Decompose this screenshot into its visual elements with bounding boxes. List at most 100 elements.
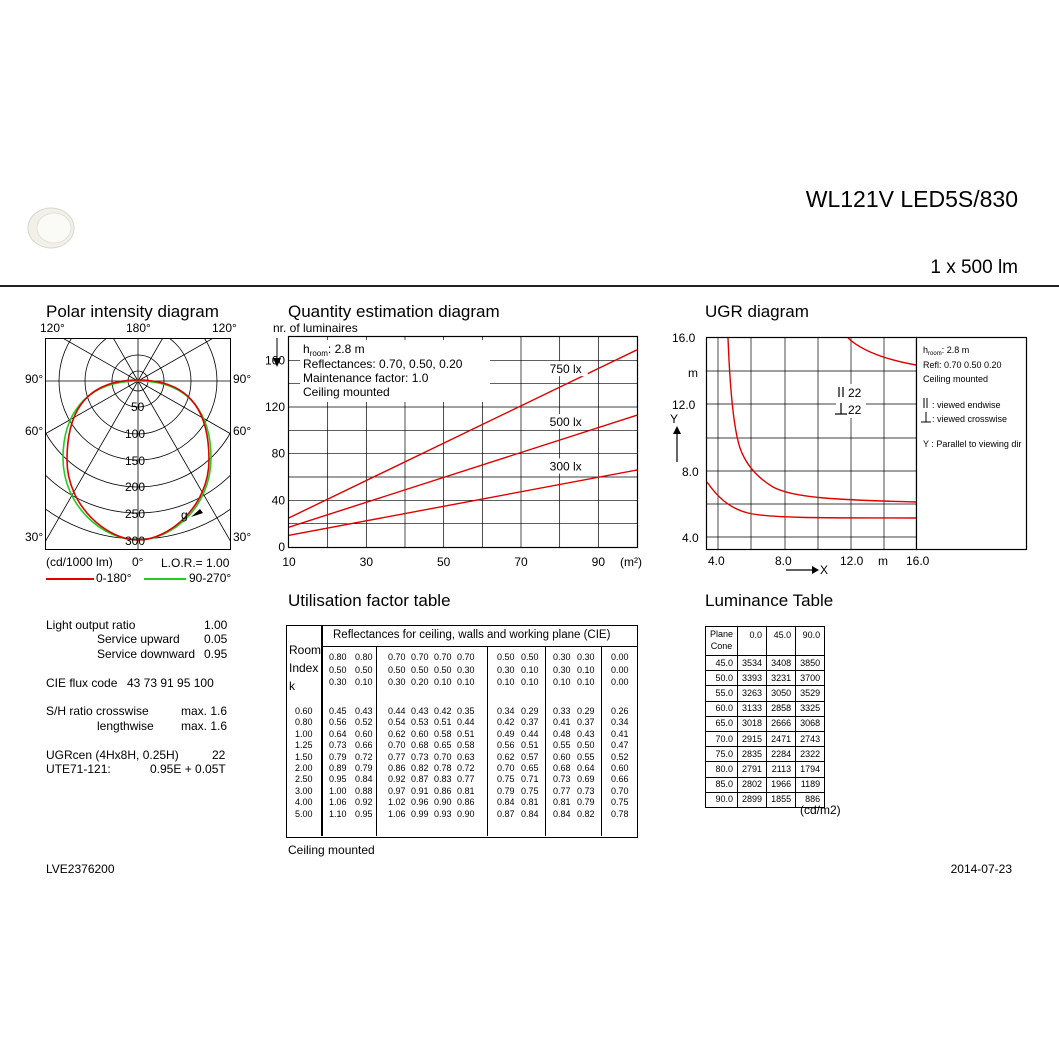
uf-value: 0.65 bbox=[521, 763, 539, 773]
uf-value: 0.79 bbox=[355, 763, 373, 773]
quantity-note: Reflectances: 0.70, 0.50, 0.20 bbox=[303, 357, 463, 371]
uf-value: 0.43 bbox=[411, 706, 429, 716]
ugr-note-refl: Refl: 0.70 0.50 0.20 bbox=[923, 360, 1002, 370]
uf-footer: Ceiling mounted bbox=[288, 843, 375, 857]
uf-value: 1.02 bbox=[388, 797, 406, 808]
polar-angle-label: 90° bbox=[25, 372, 44, 386]
polar-angle-label: 120° bbox=[40, 321, 65, 335]
uf-reflectance: 0.70 bbox=[388, 652, 406, 662]
uf-value: 0.84 bbox=[497, 797, 515, 808]
uf-reflectance: 0.00 bbox=[611, 652, 629, 662]
polar-ring-label: 150 bbox=[125, 454, 145, 468]
polar-angle-label: 180° bbox=[126, 321, 151, 335]
uf-value: 0.42 bbox=[434, 706, 452, 716]
uf-value: 0.78 bbox=[611, 808, 629, 819]
luminance-head-cone-label: Cone bbox=[710, 641, 733, 651]
uf-divider-v bbox=[376, 646, 377, 836]
uf-value: 0.43 bbox=[355, 706, 373, 716]
uf-value: 0.51 bbox=[457, 728, 475, 739]
ugr-chart: 16.0 12.0 8.0 4.0 m Y 4.0 8.0 12.0 m 16.… bbox=[670, 331, 1028, 577]
uf-reflectance: 0.30 bbox=[457, 664, 475, 675]
spec-label: Light output ratio bbox=[46, 618, 136, 632]
uf-value: 0.68 bbox=[553, 763, 571, 773]
uf-value: 0.93 bbox=[434, 808, 452, 819]
uf-value: 0.62 bbox=[388, 728, 406, 739]
uf-value: 0.82 bbox=[411, 763, 429, 773]
quantity-note: Maintenance factor: 1.0 bbox=[303, 371, 429, 385]
uf-value: 0.52 bbox=[611, 751, 629, 762]
spec-label: UTE71-121: bbox=[46, 762, 111, 776]
uf-value: 0.33 bbox=[553, 706, 571, 716]
uf-value: 0.57 bbox=[521, 751, 539, 762]
uf-value: 0.86 bbox=[457, 797, 475, 808]
uf-value: 0.70 bbox=[611, 785, 629, 796]
uf-reflectance: 0.50 bbox=[388, 664, 406, 675]
uf-room-index: 0.80 bbox=[295, 717, 313, 728]
uf-value: 0.87 bbox=[411, 774, 429, 785]
quantity-xtick: 70 bbox=[514, 555, 528, 569]
uf-value: 0.44 bbox=[457, 717, 475, 728]
luminance-plane-head: 0.0 bbox=[737, 626, 768, 656]
luminance-cone-angle: 45.0 bbox=[704, 654, 739, 672]
uf-divider-h bbox=[321, 646, 637, 647]
luminance-plane-head: 45.0 bbox=[766, 626, 797, 656]
ugr-x-axis: X bbox=[820, 563, 828, 577]
quantity-series-label: 750 lx bbox=[550, 362, 582, 376]
quantity-xtick: 10 bbox=[282, 555, 296, 569]
uf-value: 0.90 bbox=[434, 797, 452, 808]
ugr-y-axis: Y bbox=[670, 412, 678, 426]
ugr-xtick: 12.0 bbox=[840, 554, 864, 568]
uf-value: 0.68 bbox=[411, 740, 429, 751]
luminance-cone-angle: 60.0 bbox=[704, 700, 739, 717]
uf-reflectance: 0.50 bbox=[355, 664, 373, 675]
uf-value: 0.70 bbox=[434, 751, 452, 762]
uf-room-index: 1.50 bbox=[295, 751, 313, 762]
luminance-value: 886 bbox=[795, 791, 826, 808]
uf-value: 0.53 bbox=[411, 717, 429, 728]
luminance-value: 3850 bbox=[795, 654, 826, 672]
spec-label: S/H ratio crosswise bbox=[46, 704, 149, 718]
uf-value: 0.92 bbox=[388, 774, 406, 785]
uf-room-index: 1.00 bbox=[295, 728, 313, 739]
legend-line-red bbox=[46, 578, 94, 580]
luminance-value: 1966 bbox=[766, 776, 797, 793]
uf-reflectance: 0.30 bbox=[329, 677, 347, 687]
ugr-unit: m bbox=[688, 366, 698, 380]
uf-reflectance: 0.00 bbox=[611, 664, 629, 675]
uf-value: 0.60 bbox=[553, 751, 571, 762]
spec-label: UGRcen (4Hx8H, 0.25H) bbox=[46, 748, 179, 762]
uf-value: 0.44 bbox=[521, 728, 539, 739]
uf-value: 0.82 bbox=[577, 808, 595, 819]
luminance-value: 3393 bbox=[737, 670, 768, 687]
luminance-value: 3231 bbox=[766, 670, 797, 687]
uf-value: 0.56 bbox=[329, 717, 347, 728]
uf-value: 0.60 bbox=[411, 728, 429, 739]
uf-value: 0.55 bbox=[577, 751, 595, 762]
uf-reflectance: 0.70 bbox=[457, 652, 475, 662]
uf-value: 0.95 bbox=[355, 808, 373, 819]
spec-value: 22 bbox=[212, 748, 226, 762]
quantity-h-sub: room bbox=[310, 349, 329, 358]
spec-value: 43 73 91 95 100 bbox=[127, 676, 214, 690]
luminance-unit: (cd/m2) bbox=[800, 803, 841, 817]
uf-reflectance: 0.50 bbox=[329, 664, 347, 675]
polar-angle-label: 0° bbox=[132, 555, 144, 569]
uf-value: 0.52 bbox=[355, 717, 373, 728]
uf-value: 0.50 bbox=[577, 740, 595, 751]
uf-reflectance: 0.10 bbox=[457, 677, 475, 687]
luminance-value: 3700 bbox=[795, 670, 826, 687]
quantity-xtick: 90 bbox=[592, 555, 606, 569]
uf-reflectance: 0.70 bbox=[434, 652, 452, 662]
ugr-note-cross: : viewed crosswise bbox=[932, 414, 1007, 424]
uf-reflectance: 0.10 bbox=[521, 664, 539, 675]
uf-value: 0.54 bbox=[388, 717, 406, 728]
spec-value: 0.05 bbox=[204, 632, 228, 646]
luminance-value: 1189 bbox=[795, 776, 826, 793]
uf-value: 0.84 bbox=[521, 808, 539, 819]
lumen-output: 1 x 500 lm bbox=[930, 257, 1018, 278]
uf-value: 0.51 bbox=[434, 717, 452, 728]
polar-ring-label: 250 bbox=[125, 507, 145, 521]
uf-value: 0.81 bbox=[457, 785, 475, 796]
